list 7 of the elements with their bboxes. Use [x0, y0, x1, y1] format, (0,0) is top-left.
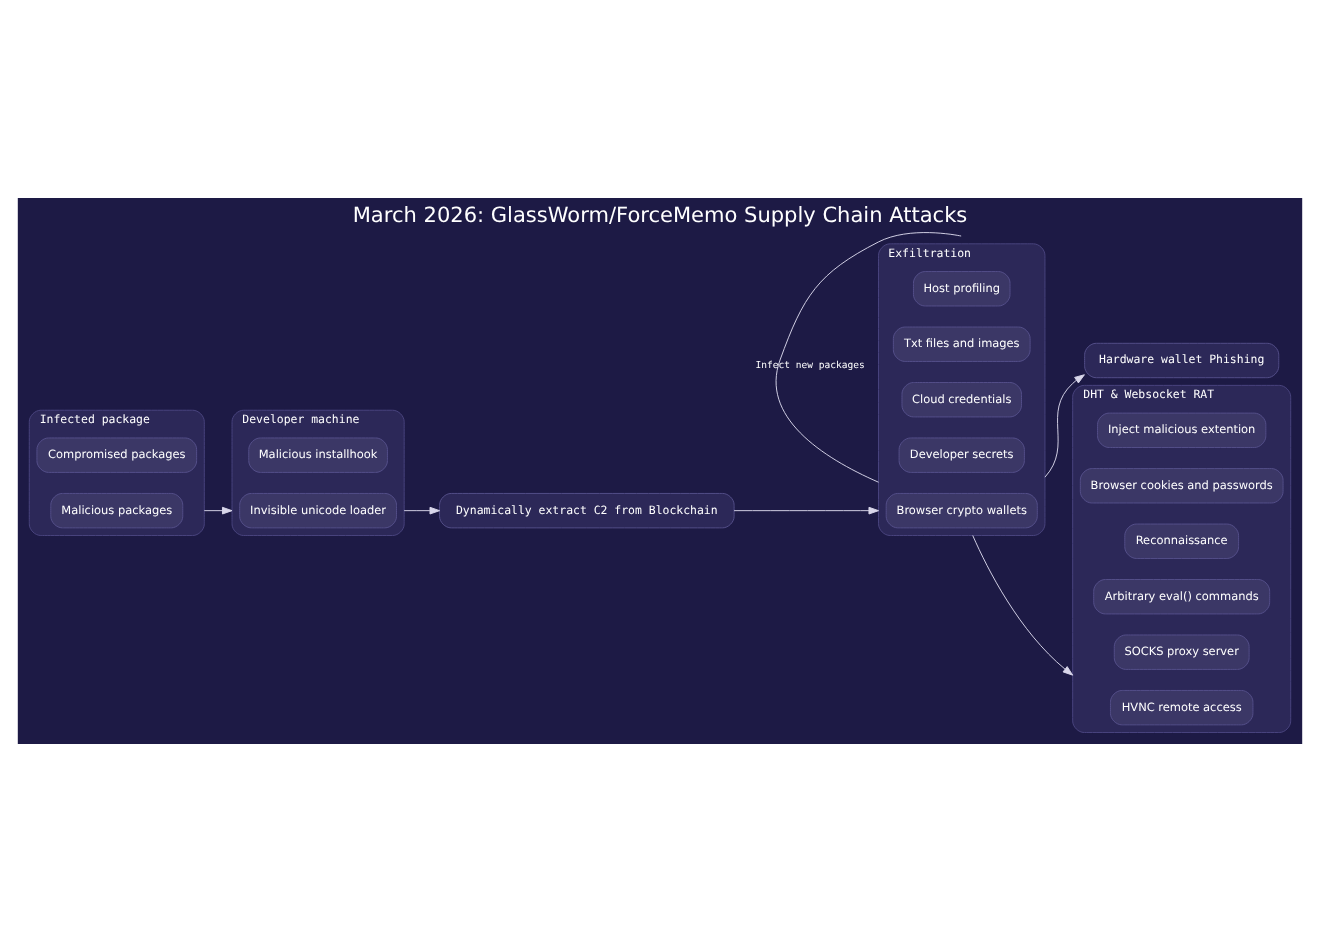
- diagram-title: March 2026: GlassWorm/ForceMemo Supply Chain Attacks: [352, 203, 968, 228]
- connector: [775, 231, 962, 482]
- arrow: [972, 534, 1074, 675]
- arrow: [203, 505, 233, 514]
- arrow: [1044, 373, 1085, 477]
- arrow: [403, 505, 441, 514]
- arrow: [733, 505, 879, 514]
